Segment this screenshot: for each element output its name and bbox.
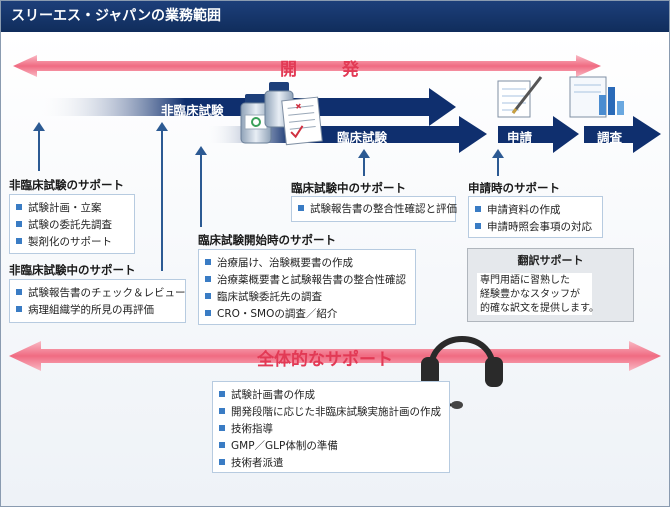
list-item: 治療届け、治験概要書の作成 <box>205 255 409 272</box>
list-item: 製剤化のサポート <box>16 234 128 251</box>
nonclinical-bar-label: 非臨床試験 <box>161 103 224 118</box>
list-item: 試験計画書の作成 <box>219 387 443 404</box>
development-arrow <box>13 55 601 77</box>
document-checklist-icon <box>281 96 323 146</box>
list-item: 試験計画・立案 <box>16 200 128 217</box>
application-form-icon <box>497 76 543 118</box>
list-item: 試験報告書の整合性確認と評価 <box>298 202 457 216</box>
nonclinical-during-title: 非臨床試験中のサポート <box>9 263 136 277</box>
translation-support-title: 翻訳サポート <box>517 254 584 267</box>
clinical-during-title: 臨床試験中のサポート <box>291 181 406 195</box>
list-item: 申請時照会事項の対応 <box>475 219 596 236</box>
translation-support-box: 翻訳サポート 専門用語に習熟した 経験豊かなスタッフが 的確な訳文を提供します。 <box>467 248 634 322</box>
application-support-title: 申請時のサポート <box>468 181 560 195</box>
application-bar <box>498 116 579 153</box>
inspection-bar-label: 調査 <box>597 130 623 145</box>
overall-support-arrow <box>9 341 661 371</box>
headset-icon <box>421 336 503 409</box>
list-item: 臨床試験委託先の調査 <box>205 289 409 306</box>
nonclinical-support-title: 非臨床試験のサポート <box>9 178 124 192</box>
overall-support-box: 試験計画書の作成 開発段階に応じた非臨床試験実施計画の作成 技術指導 GMP／G… <box>212 381 450 473</box>
list-item: CRO・SMOの調査／紹介 <box>205 306 409 323</box>
list-item: 技術者派遣 <box>219 455 443 472</box>
list-item: 技術指導 <box>219 421 443 438</box>
nonclinical-support-box: 試験計画・立案 試験の委託先調査 製剤化のサポート <box>9 194 135 254</box>
list-item: 開発段階に応じた非臨床試験実施計画の作成 <box>219 404 443 421</box>
overall-support-label: 全体的なサポート <box>257 350 393 370</box>
list-item: 治療薬概要書と試験報告書の整合性確認 <box>205 272 409 289</box>
list-item: 申請資料の作成 <box>475 202 596 219</box>
list-item: 試験の委託先調査 <box>16 217 128 234</box>
clinical-bar-label: 臨床試験 <box>337 130 388 145</box>
list-item: 試験報告書のチェック＆レビュー <box>16 285 186 302</box>
translation-support-text: 専門用語に習熟した 経験豊かなスタッフが 的確な訳文を提供します。 <box>477 273 599 315</box>
list-item: 病理組織学的所見の再評価 <box>16 302 179 319</box>
connector-arrows <box>33 122 504 271</box>
nonclinical-during-box: 試験報告書のチェック＆レビュー 病理組織学的所見の再評価 <box>9 279 186 323</box>
clinical-start-title: 臨床試験開始時のサポート <box>198 233 336 247</box>
development-label: 開 発 <box>280 60 373 80</box>
inspection-bar <box>584 116 661 153</box>
clinical-during-box: 試験報告書の整合性確認と評価 <box>291 196 457 222</box>
application-support-box: 申請資料の作成 申請時照会事項の対応 <box>468 196 603 238</box>
clinical-start-box: 治療届け、治験概要書の作成 治療薬概要書と試験報告書の整合性確認 臨床試験委託先… <box>198 249 416 325</box>
page-title: スリーエス・ジャパンの業務範囲 <box>1 1 669 32</box>
clinical-bar <box>206 116 487 153</box>
list-item: GMP／GLP体制の準備 <box>219 438 443 455</box>
survey-chart-icon <box>569 76 624 118</box>
application-bar-label: 申請 <box>507 130 533 145</box>
